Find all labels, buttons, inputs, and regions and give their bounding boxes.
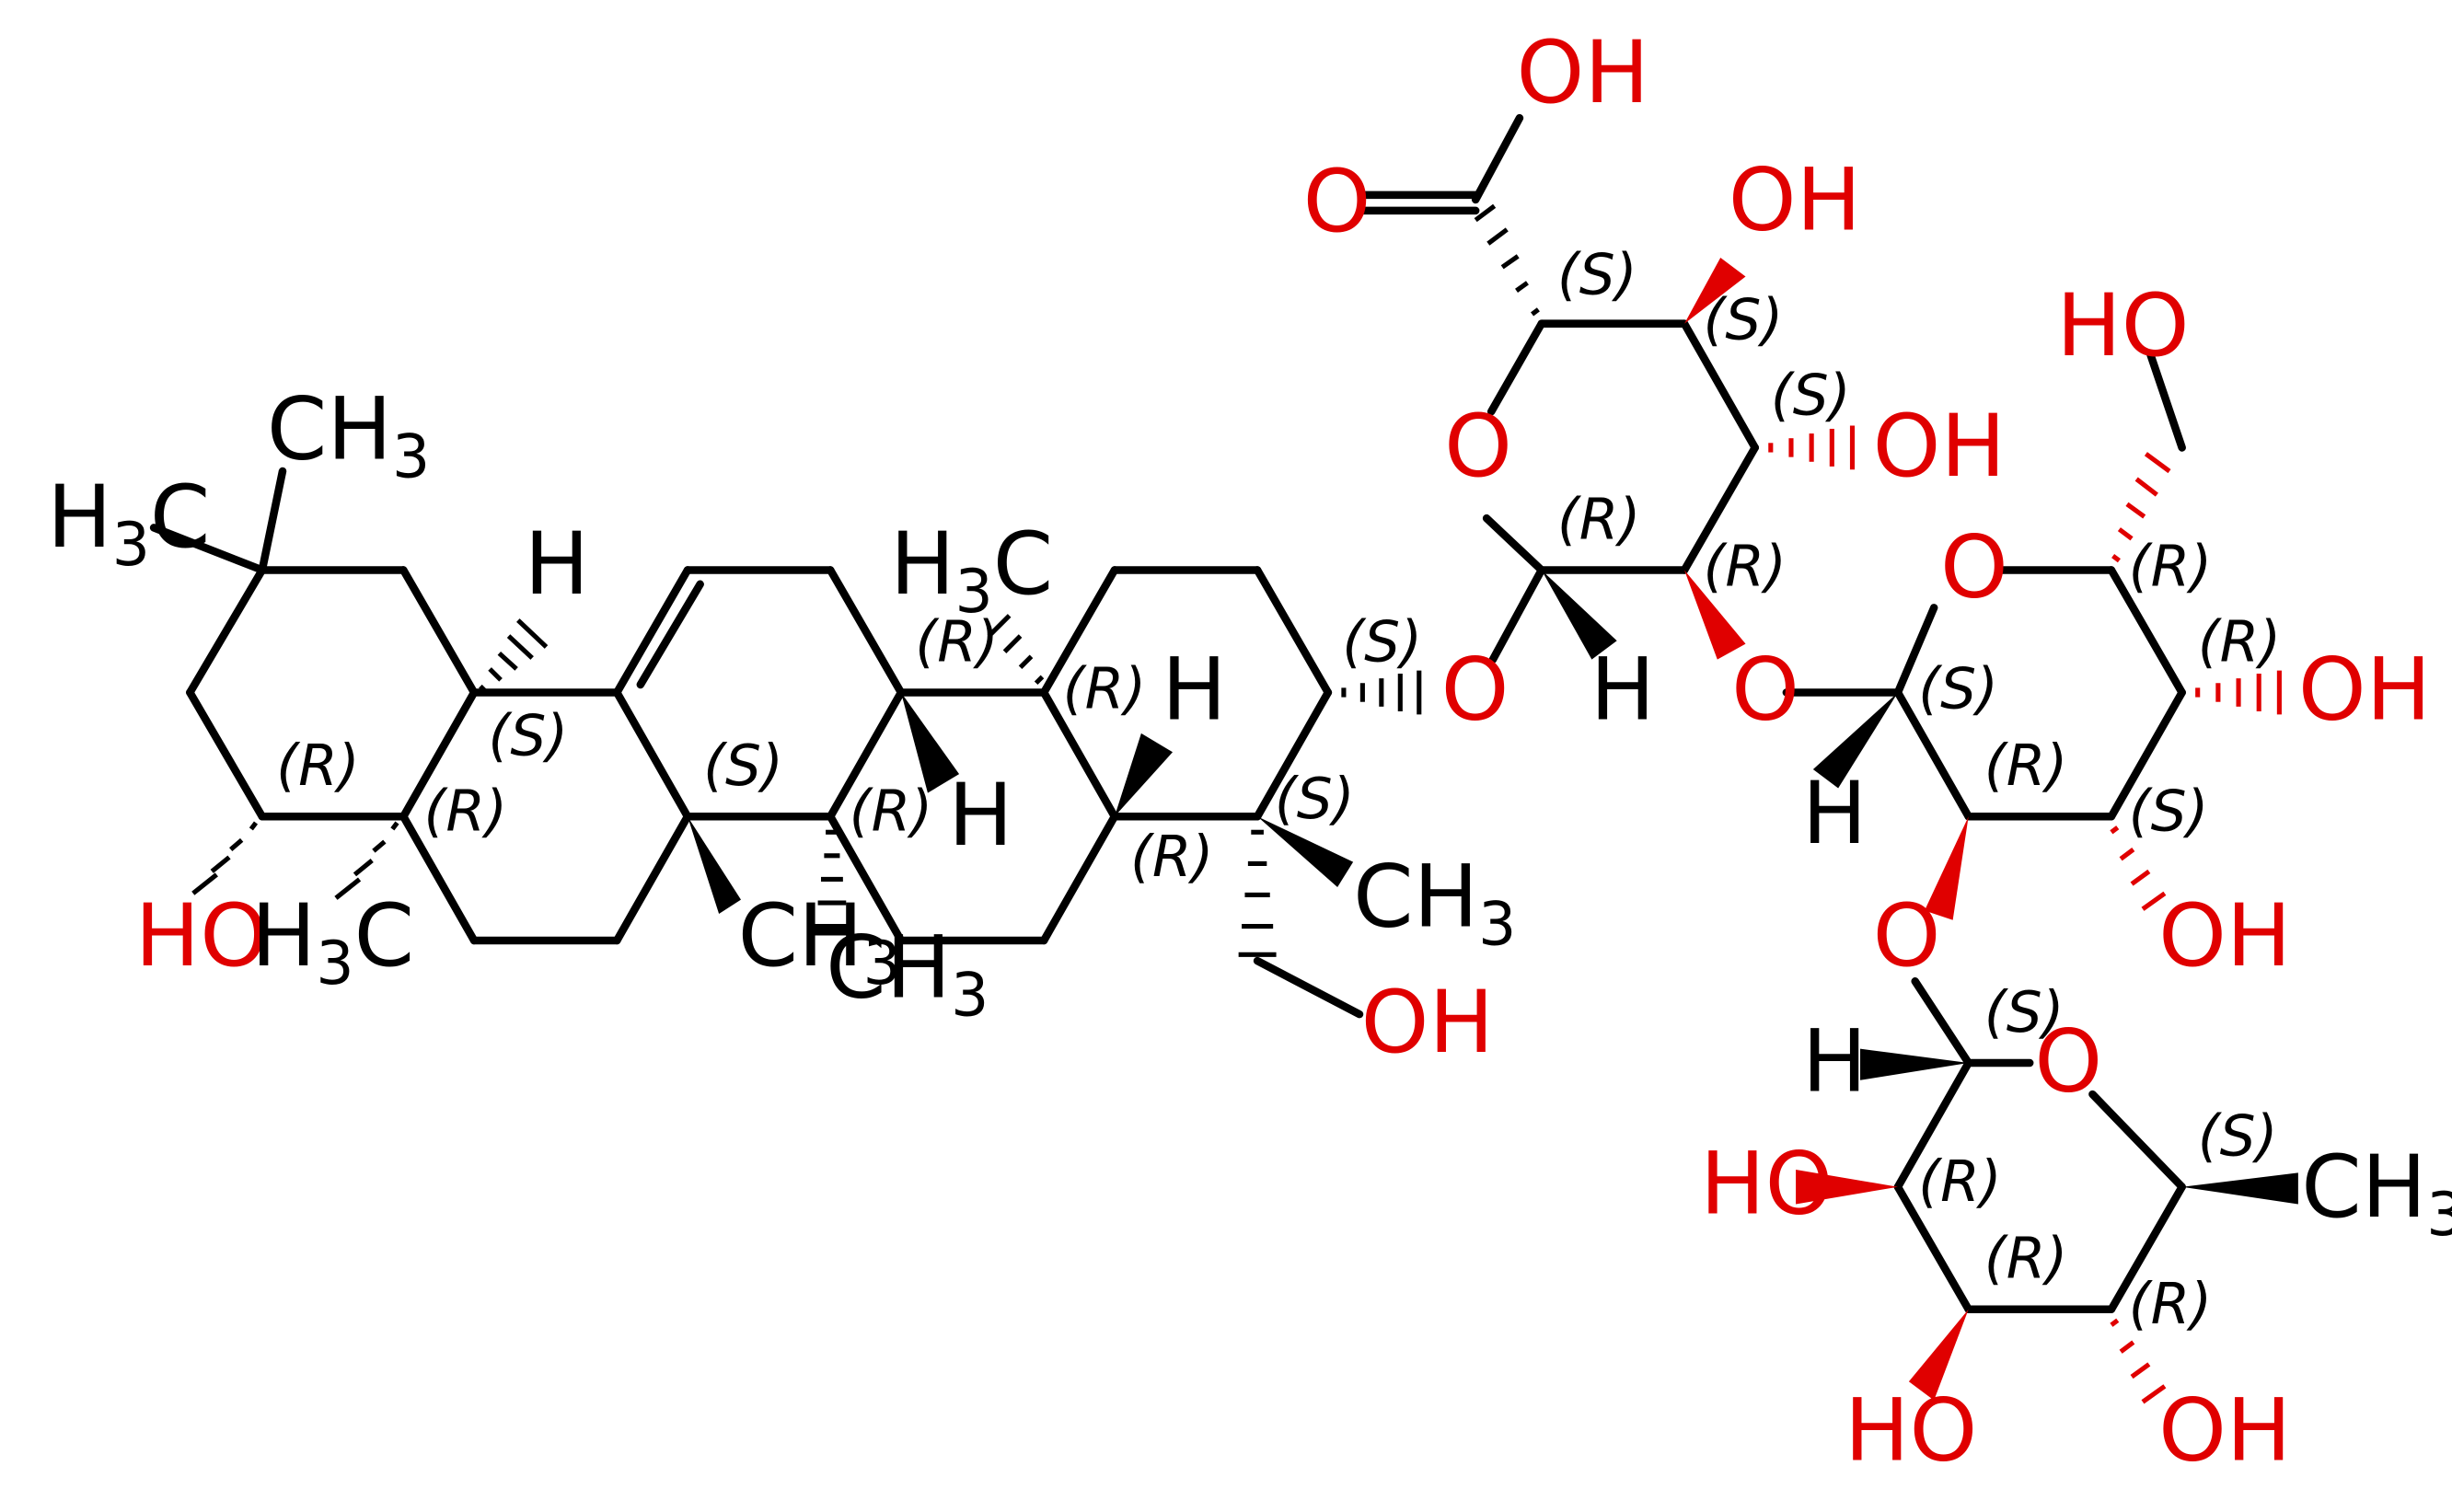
stereo-c3: (R) — [276, 733, 360, 799]
atom-h3c-left: H3C — [47, 467, 210, 580]
hash-bonds-red — [1768, 425, 2282, 1404]
atom-oh-b3: OH — [2158, 886, 2291, 987]
atom-ch3-top: CH3 — [267, 379, 430, 491]
stereo-b1: (S) — [1918, 657, 1998, 722]
atom-ho-c3: HO — [135, 886, 268, 987]
atom-oh-c24: OH — [1361, 973, 1494, 1073]
stereo-a5: (S) — [1557, 242, 1637, 307]
stereo-c5: (R) — [1130, 825, 1214, 890]
stereo-c4: (R) — [423, 779, 507, 845]
atom-oh-acid: OH — [1517, 23, 1649, 123]
atom-oh-a4: OH — [1729, 150, 1861, 250]
atom-o-carbonyl: O — [1303, 152, 1371, 252]
atom-oh-b4: OH — [2298, 640, 2431, 740]
stereo-c1: (S) — [1984, 980, 2065, 1045]
wedge-bonds — [688, 258, 2298, 1401]
atom-oh-a3: OH — [1873, 397, 2006, 497]
atom-ch3-c6: CH3 — [2301, 1137, 2452, 1250]
atom-h3c-c27: H3C — [890, 514, 1053, 627]
atom-ho-c3s: HO — [1845, 1380, 1977, 1481]
atom-ch3-c24: CH3 — [1353, 848, 1516, 959]
atom-h3c-c23: H3C — [251, 886, 414, 998]
atom-o-ring-c: O — [2034, 1012, 2102, 1113]
atom-ho-c2: HO — [1700, 1135, 1833, 1235]
atom-o-ring-a: O — [1444, 397, 1512, 497]
atom-ch3-c26: CH3 — [738, 886, 901, 998]
stereo-a1: (R) — [1557, 487, 1641, 552]
atom-o-link-bc: O — [1873, 886, 1941, 987]
stereo-c3-sug: (S) — [1342, 609, 1422, 675]
stereo-c18: (S) — [488, 704, 568, 769]
atom-h-anomer-c: H — [1802, 1012, 1868, 1113]
stereo-c14: (S) — [703, 733, 783, 799]
stereo-c2: (R) — [1918, 1149, 2002, 1215]
stereo-a3: (S) — [1771, 364, 1851, 429]
atom-o-link-ab: O — [1731, 640, 1799, 740]
stereo-b5: (R) — [2129, 535, 2213, 600]
atom-ho-b6: HO — [2056, 276, 2189, 376]
atom-h-anomer-a: H — [1590, 640, 1656, 740]
atom-oh-c4: OH — [2158, 1380, 2291, 1481]
stereo-a4: (S) — [1703, 288, 1783, 353]
stereo-b2: (R) — [1984, 733, 2068, 799]
atom-h-c18: H — [525, 514, 590, 615]
stereo-a2: (R) — [1703, 535, 1787, 600]
hash-bonds — [191, 203, 1540, 957]
stereo-c3s: (R) — [1984, 1227, 2068, 1292]
stereo-c5s: (S) — [2198, 1104, 2278, 1170]
bonds — [149, 114, 2186, 1314]
atom-h-anomer-b: H — [1802, 764, 1868, 864]
atom-h-c13: H — [1162, 640, 1227, 740]
stereo-b3: (S) — [2129, 779, 2209, 845]
stereo-c4-sug: (S) — [1275, 767, 1355, 832]
atom-o-ring-b: O — [1940, 517, 2008, 617]
atom-h-c9: H — [948, 766, 1013, 866]
stereo-b4: (R) — [2198, 609, 2282, 675]
atom-ch3-c25: CH3 — [826, 918, 989, 1030]
stereo-c10: (R) — [1063, 657, 1147, 722]
stereo-c9: (R) — [915, 609, 999, 675]
stereo-c8: (R) — [850, 779, 933, 845]
atom-o-ether: O — [1441, 640, 1509, 740]
atom-labels: CH3 H3C H HO H3C CH3 CH3 H3C H H O CH3 O… — [47, 23, 2452, 1481]
stereo-labels: (S) (R) (R) (S) (R) (R) (R) (R) (S) (S) … — [276, 242, 2281, 1337]
stereo-c4s: (R) — [2129, 1272, 2213, 1337]
